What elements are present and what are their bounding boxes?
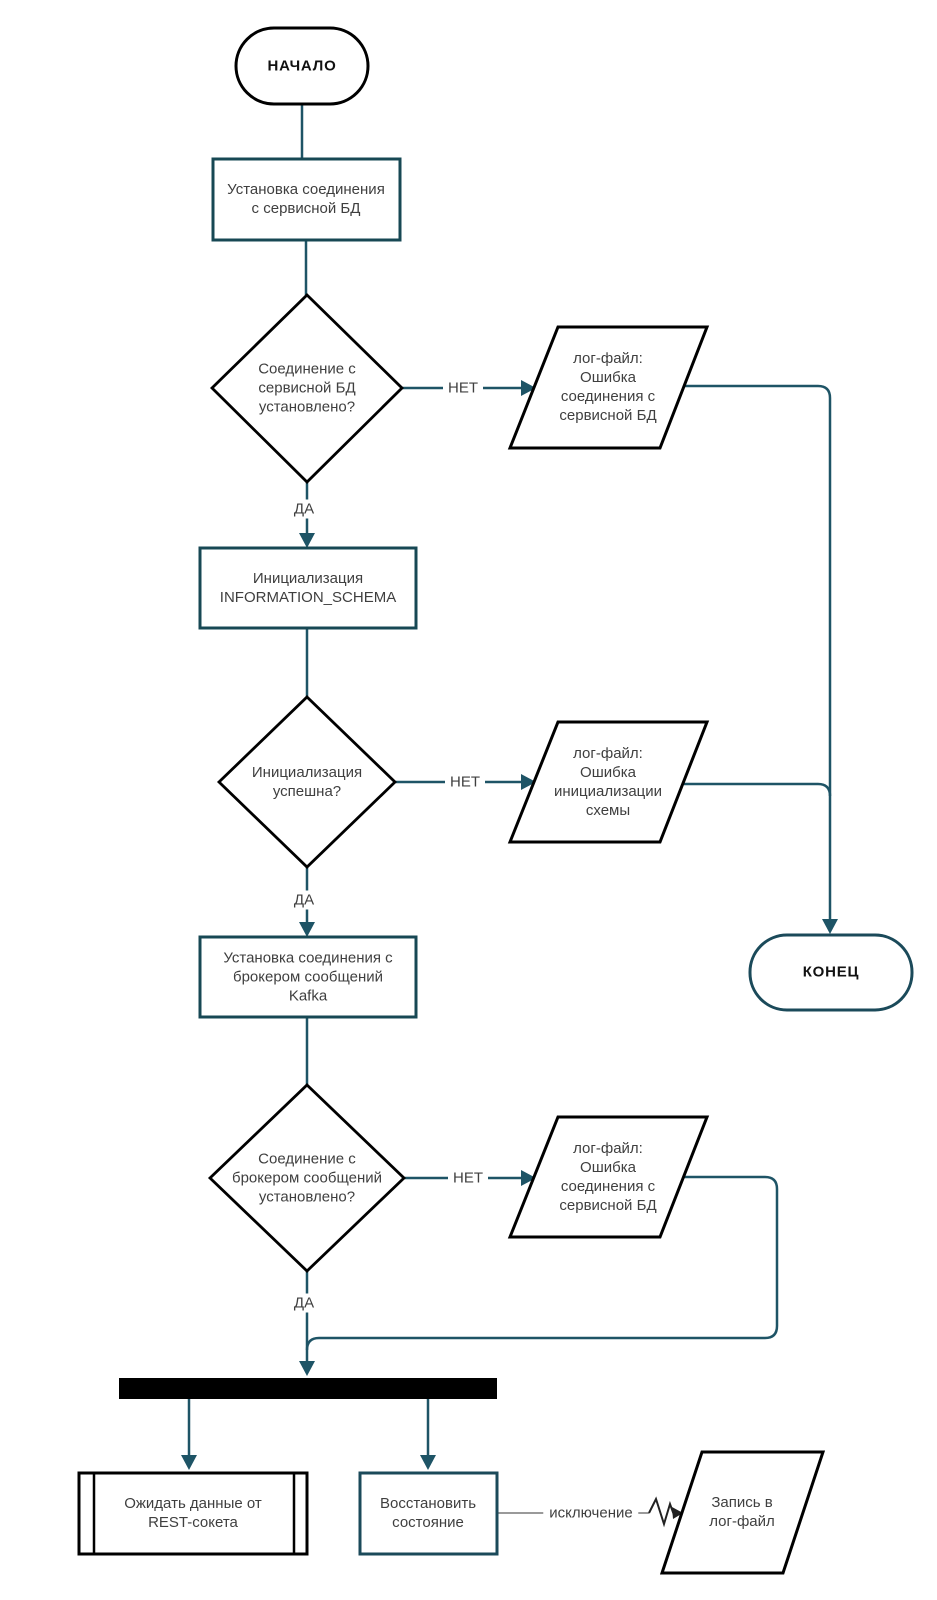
end-terminator-label: КОНЕЦ [802,963,860,981]
edge-label-yes-3: ДА [288,1293,320,1313]
process-db-connect-shape [211,157,402,242]
log-write-shape [659,1450,826,1575]
edge-label-no-1: НЕТ [443,378,483,398]
arrowhead-d3-no [521,1170,536,1186]
arrowhead-d2-no [521,774,536,790]
log-write-label: Запись в лог-файл [709,1494,775,1530]
decision-db-connected-label: Соединение с сервисной БД установлено? [258,360,356,416]
process-init-schema-shape [198,546,418,630]
log-init-error-shape [507,720,710,844]
process-db-connect-label: Установка соединения с сервисной БД [227,181,385,217]
arrowhead-to-end [822,919,838,934]
edge-log1-to-end [684,384,832,920]
arrowhead-d1-yes [299,533,315,548]
decision-kafka-connected-shape [207,1083,407,1273]
arrowhead-d1-no [521,380,536,396]
log-db-error-shape [507,325,710,450]
edge-label-yes-2: ДА [288,890,320,910]
edge-label-no-3: НЕТ [448,1168,488,1188]
process-kafka-connect-label: Установка соединения с брокером сообщени… [223,949,393,1005]
decision-init-ok-shape [216,695,398,869]
process-restore-shape [358,1471,499,1556]
edge-log3-to-fork [305,1175,779,1351]
process-restore-label: Восстановить состояние [379,1495,477,1531]
arrowhead-predefined [181,1455,197,1470]
edge-label-yes-1: ДА [288,499,320,519]
edge-label-exception: исключение [543,1503,639,1523]
arrowhead-restore [420,1455,436,1470]
arrowhead-exception [672,1507,683,1519]
log-db-error-label: лог-файл: Ошибка соединения с сервисной … [559,350,657,424]
decision-kafka-connected-label: Соединение с брокером сообщений установл… [231,1150,383,1206]
edge-log2-to-end [684,782,832,797]
log-init-error-label: лог-файл: Ошибка инициализации схемы [553,745,663,819]
exception-zigzag-icon [648,1496,675,1528]
process-init-schema-label: Инициализация INFORMATION_SCHEMA [219,570,397,606]
start-terminator-shape [234,26,370,106]
log-kafka-error-label: лог-файл: Ошибка соединения с сервисной … [559,1140,657,1214]
decision-init-ok-label: Инициализация успешна? [251,764,363,800]
log-kafka-error-shape [507,1115,710,1239]
end-terminator-shape [748,933,914,1012]
arrowhead-d3-yes [299,1361,315,1376]
fork-bar [119,1378,497,1399]
arrowhead-d2-yes [299,922,315,937]
predefined-process-shape [77,1471,309,1556]
process-kafka-connect-shape [198,935,418,1019]
decision-db-connected-shape [210,293,404,484]
predefined-process-label: Ожидать данные от REST-сокета [124,1495,262,1531]
edge-label-no-2: НЕТ [445,772,485,792]
start-terminator-label: НАЧАЛО [267,57,337,75]
